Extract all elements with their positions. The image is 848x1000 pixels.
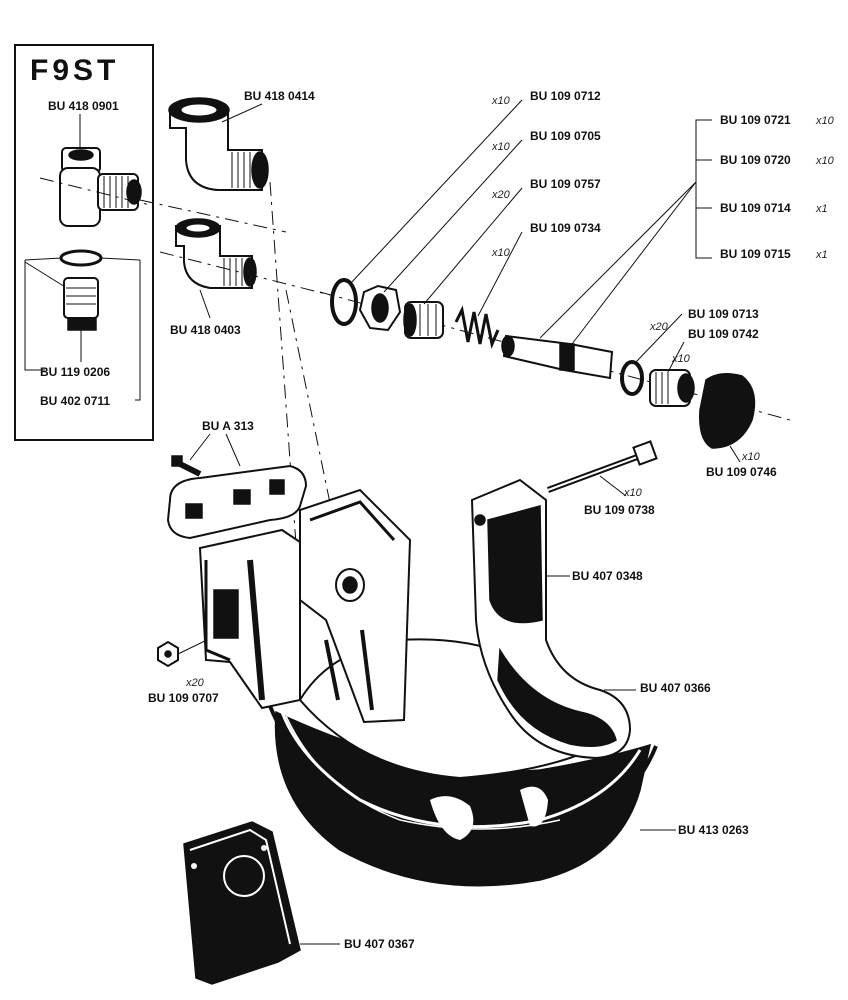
nut-0707-shape: [157, 640, 179, 668]
elbow-418-0403-shape: [175, 218, 257, 289]
qty-0712: x10: [491, 95, 511, 107]
leader-0712: [349, 99, 523, 285]
leader-0734: [477, 231, 523, 317]
label-bu-119-0206: BU 119 0206: [40, 365, 110, 379]
qty-0715: x1: [815, 249, 828, 261]
qty-0746: x10: [741, 451, 761, 463]
label-bu-109-0746: BU 109 0746: [706, 465, 777, 479]
label-bu-418-0901: BU 418 0901: [48, 99, 119, 113]
label-bu-413-0263: BU 413 0263: [678, 823, 749, 837]
inset-bracket: [24, 260, 141, 401]
spring-0734-shape: [454, 305, 500, 350]
leader-0713: [635, 313, 683, 363]
leader-0705: [383, 139, 523, 293]
leader-a-313: [189, 433, 241, 467]
label-bu-109-0705: BU 109 0705: [530, 129, 601, 143]
leader-0738: [599, 475, 627, 497]
qty-0757: x20: [491, 189, 511, 201]
qty-0721: x10: [815, 115, 835, 127]
label-bu-109-0721: BU 109 0721: [720, 113, 791, 127]
label-bu-407-0348: BU 407 0348: [572, 569, 643, 583]
leader-0757: [423, 187, 523, 305]
inset-f9st: F9ST BU 418 0901 BU 119 0206 BU 402 0711: [14, 44, 154, 441]
label-bu-109-0713: BU 109 0713: [688, 307, 759, 321]
qty-0720: x10: [815, 155, 835, 167]
clamp-a-313-shape: [166, 464, 308, 540]
label-bu-402-0711: BU 402 0711: [40, 394, 110, 408]
leader-418-0403: [199, 289, 211, 319]
pin-0721-shape: [501, 334, 614, 380]
label-bu-407-0367: BU 407 0367: [344, 937, 415, 951]
bolt-0738-shape: [546, 440, 658, 493]
qty-0707: x20: [185, 677, 205, 689]
cage-0757-shape: [403, 301, 444, 339]
leader-0742: [667, 341, 685, 373]
label-bu-407-0366: BU 407 0366: [640, 681, 711, 695]
qty-0713: x20: [649, 321, 669, 333]
label-bu-109-0712: BU 109 0712: [530, 89, 601, 103]
qty-0705: x10: [491, 141, 511, 153]
nipple-fitting-shape: [63, 277, 99, 331]
drinking-bowl-body: [198, 478, 658, 887]
qty-0734: x10: [491, 247, 511, 259]
label-bu-a-313: BU A 313: [202, 419, 254, 433]
axis-lower: [159, 251, 331, 296]
cap-0746-shape: [699, 373, 756, 449]
axis-upper: [139, 199, 287, 233]
washer-0713-shape: [620, 360, 644, 396]
axis-tee: [39, 177, 151, 206]
block-407-0367-shape: [183, 821, 301, 985]
qty-0738: x10: [623, 487, 643, 499]
inset-title: F9ST: [30, 54, 119, 87]
label-bu-109-0714: BU 109 0714: [720, 201, 791, 215]
label-bu-109-0734: BU 109 0734: [530, 221, 601, 235]
label-bu-109-0707: BU 109 0707: [148, 691, 219, 705]
leader-0746: [729, 445, 741, 463]
qty-0742: x10: [671, 353, 691, 365]
inset-frame: [14, 44, 154, 441]
bracket-pin-group: [695, 119, 712, 259]
leader-418-0414: [221, 103, 263, 123]
label-bu-109-0757: BU 109 0757: [530, 177, 601, 191]
qty-0714: x1: [815, 203, 828, 215]
nut-0705-shape: [358, 284, 402, 332]
label-bu-109-0715: BU 109 0715: [720, 247, 791, 261]
elbow-418-0414-shape: [168, 97, 269, 191]
label-bu-109-0742: BU 109 0742: [688, 327, 759, 341]
axis-vertical-1: [269, 181, 301, 601]
label-bu-109-0720: BU 109 0720: [720, 153, 791, 167]
fitting-0742-shape: [649, 369, 695, 407]
washer-0712-shape: [330, 278, 358, 326]
screw-a-313-shape: [171, 455, 202, 477]
leader-pin-1: [571, 181, 697, 345]
label-bu-418-0414: BU 418 0414: [244, 89, 315, 103]
tee-fitting-shape: [59, 147, 142, 227]
label-bu-418-0403: BU 418 0403: [170, 323, 241, 337]
leader-pin-2: [539, 181, 697, 339]
label-bu-109-0738: BU 109 0738: [584, 503, 655, 517]
